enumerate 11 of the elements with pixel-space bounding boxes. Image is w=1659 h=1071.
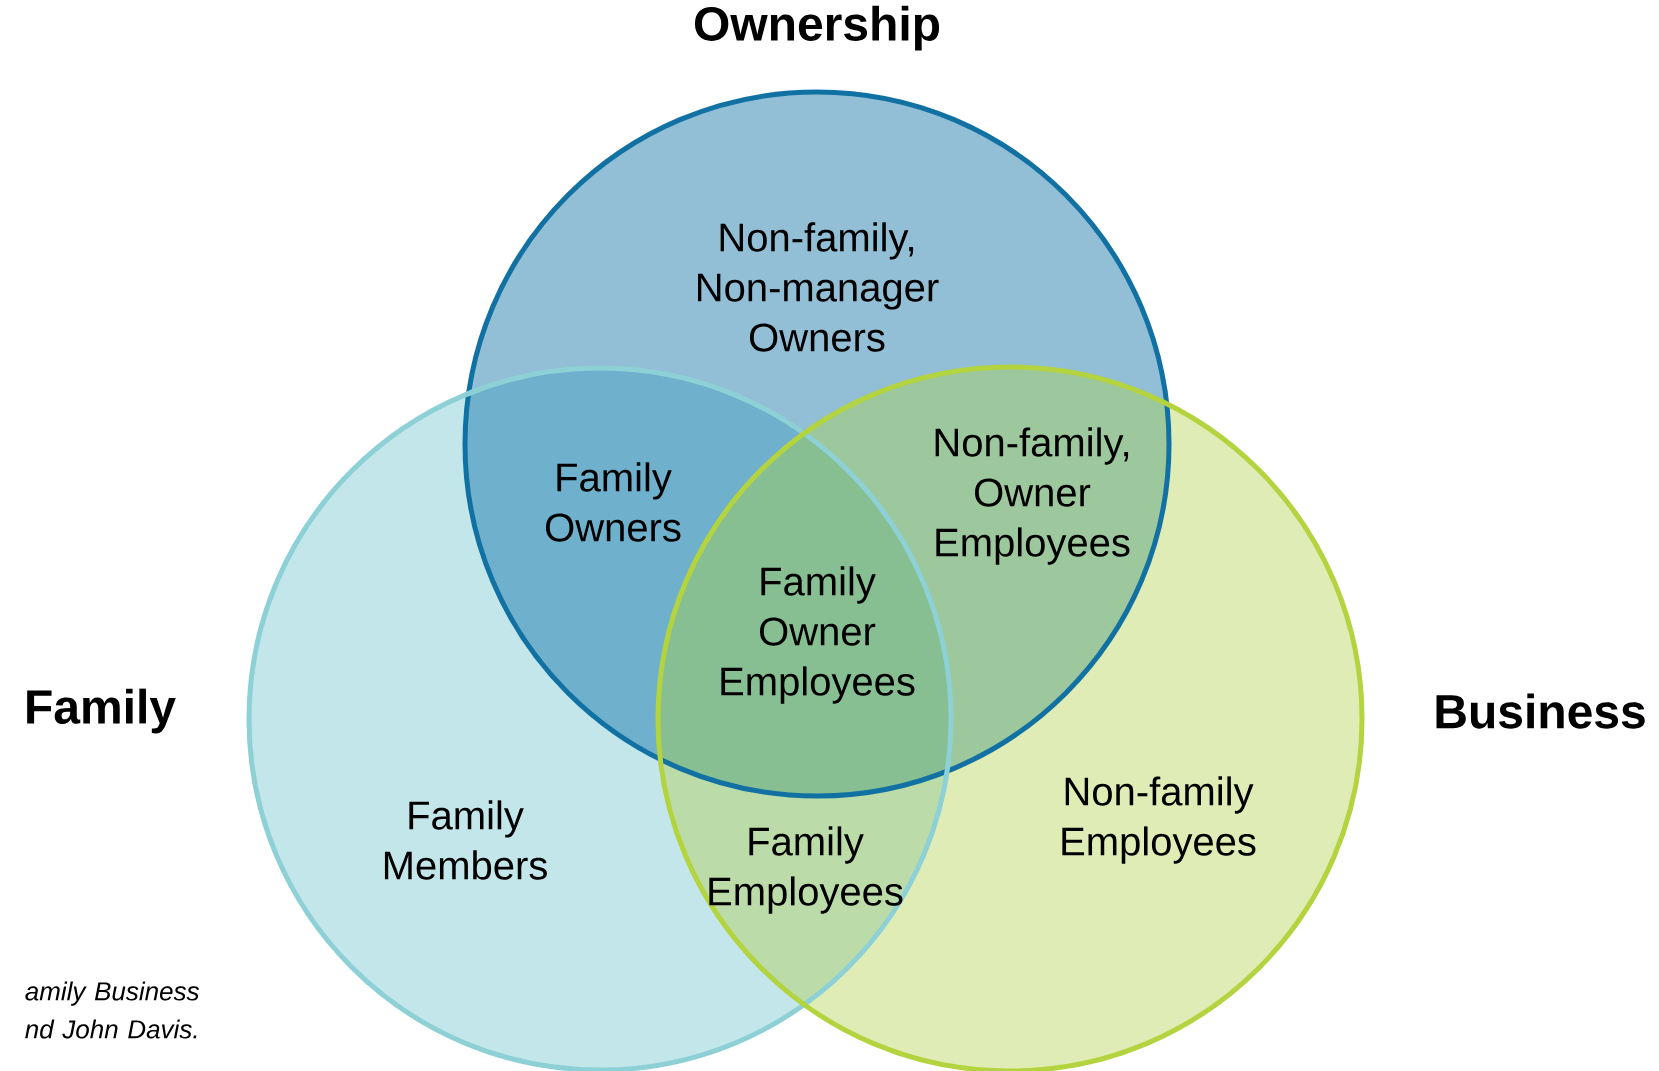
circle-title: Ownership [694, 5, 940, 51]
circle-title: Family [27, 688, 176, 734]
region-label: Non-family, Owner Employees [935, 427, 1130, 565]
region-label: Non-family Employees [1062, 776, 1256, 864]
region-label: Family Employees [709, 826, 903, 914]
region-label: Family Owners [546, 462, 681, 542]
region-label: Family Owner Employees [721, 566, 915, 704]
region-label: Family Members [384, 800, 547, 880]
region-label: Non-family, Non-manager Owners [698, 222, 939, 352]
circle-title: Business [1436, 693, 1645, 729]
caption: amily Business nd John Davis. [25, 981, 199, 1039]
